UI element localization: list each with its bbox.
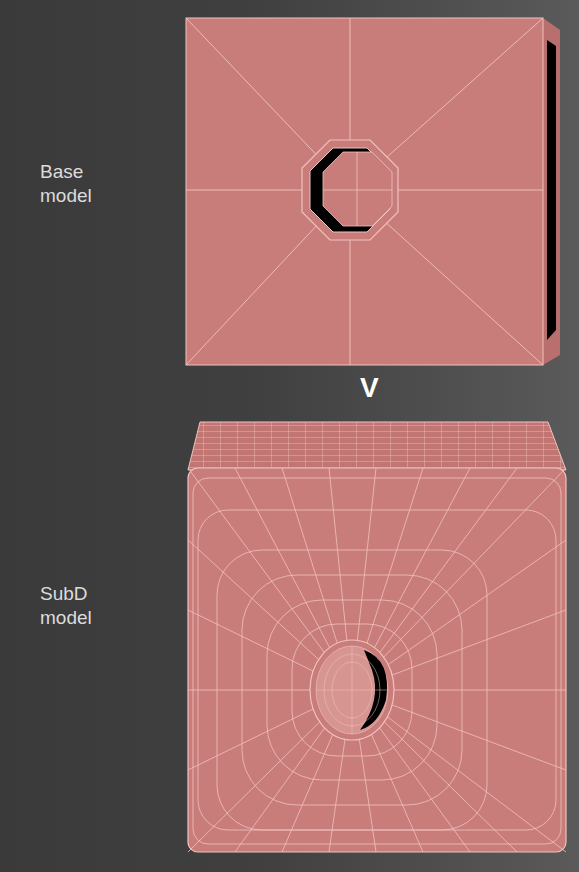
arrow-letter: V: [360, 374, 379, 402]
model-label: SubD model: [40, 582, 130, 630]
base-cube: [186, 18, 560, 365]
model-label: Base model: [40, 160, 130, 208]
subd-cube: [188, 422, 566, 852]
